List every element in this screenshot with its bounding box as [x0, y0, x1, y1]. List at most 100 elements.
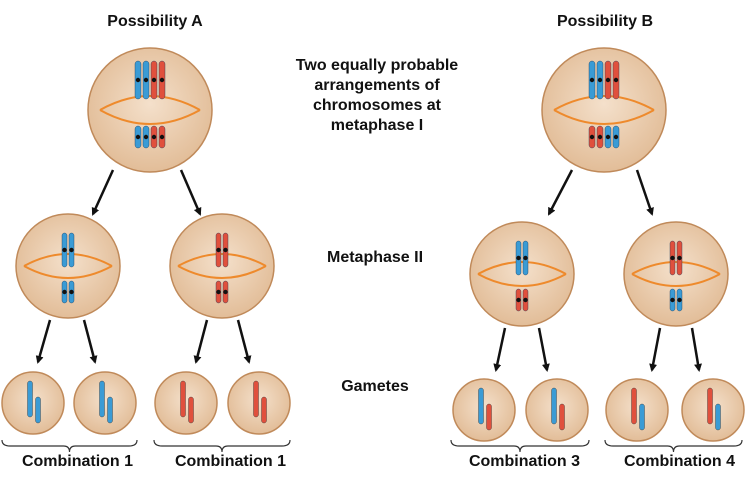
centromere — [523, 297, 528, 303]
centromere — [143, 77, 149, 83]
gamete-membrane — [227, 371, 291, 435]
gamete-4 — [227, 371, 291, 435]
metaphase-2-cell-b2 — [623, 221, 729, 327]
centromere — [597, 77, 603, 83]
cell-membrane — [169, 213, 275, 319]
centromere — [589, 134, 595, 140]
centromere — [223, 289, 228, 295]
metaphase-1-cell-a — [87, 47, 213, 173]
chromosome — [99, 380, 105, 418]
gamete-membrane — [73, 371, 137, 435]
centromere — [62, 247, 67, 253]
possibility-a-title: Possibility A — [107, 13, 203, 30]
spindle-fiber — [553, 109, 655, 125]
centromere — [135, 77, 141, 83]
centromere — [151, 134, 157, 140]
centromere — [135, 134, 141, 140]
chromosome — [707, 387, 713, 425]
centromere — [670, 297, 675, 303]
centromere — [605, 77, 611, 83]
chromosome — [107, 396, 113, 424]
chromosome — [188, 396, 194, 424]
centromere — [523, 255, 528, 261]
centromere — [223, 247, 228, 253]
centromere — [516, 297, 521, 303]
arrow — [179, 169, 202, 216]
gametes-label: Gametes — [341, 378, 409, 395]
possibility-b-title: Possibility B — [556, 13, 654, 30]
metaphase-2-cell-b1 — [469, 221, 575, 327]
centromere — [597, 134, 603, 140]
centromere — [589, 77, 595, 83]
gamete-2 — [73, 371, 137, 435]
spindle-fiber — [99, 95, 201, 111]
spindle-fiber — [477, 261, 567, 275]
cell-membrane — [623, 221, 729, 327]
combination-label-3: Combination 3 — [468, 453, 581, 470]
gamete-1 — [1, 371, 65, 435]
spindle-fiber — [477, 273, 567, 287]
metaphase-1-caption: Two equally probable arrangements of chr… — [295, 57, 459, 134]
chromosome — [559, 403, 565, 431]
gamete-7 — [605, 378, 669, 442]
arrow — [82, 319, 98, 364]
spindle-fiber — [23, 265, 113, 279]
centromere — [613, 77, 619, 83]
arrow — [236, 319, 252, 364]
arrow — [537, 327, 550, 372]
chromosome — [35, 396, 41, 424]
metaphase-2-cell-a1 — [15, 213, 121, 319]
spindle-fiber — [631, 273, 721, 287]
combination-label-4: Combination 4 — [623, 453, 736, 470]
centromere — [143, 134, 149, 140]
centromere — [670, 255, 675, 261]
gamete-membrane — [154, 371, 218, 435]
gamete-membrane — [605, 378, 669, 442]
chromosome — [486, 403, 492, 431]
gamete-6 — [525, 378, 589, 442]
centromere — [516, 255, 521, 261]
combination-brace — [153, 439, 291, 453]
arrow — [91, 169, 115, 216]
combination-brace — [1, 439, 138, 453]
cell-membrane — [87, 47, 213, 173]
centromere — [613, 134, 619, 140]
chromosome — [27, 380, 33, 418]
combination-brace — [450, 439, 590, 453]
centromere — [677, 255, 682, 261]
spindle-fiber — [631, 261, 721, 275]
metaphase-2-label: Metaphase II — [326, 249, 424, 266]
chromosome — [253, 380, 259, 418]
centromere — [159, 134, 165, 140]
arrow — [649, 327, 662, 372]
gamete-3 — [154, 371, 218, 435]
arrow — [690, 327, 702, 372]
chromosome — [180, 380, 186, 418]
arrow — [35, 319, 52, 364]
cell-membrane — [541, 47, 667, 173]
gamete-membrane — [525, 378, 589, 442]
combination-label-2: Combination 1 — [174, 453, 287, 470]
chromosome — [261, 396, 267, 424]
cell-membrane — [469, 221, 575, 327]
gamete-5 — [452, 378, 516, 442]
centromere — [216, 247, 221, 253]
gamete-8 — [681, 378, 745, 442]
spindle-fiber — [177, 253, 267, 267]
spindle-fiber — [553, 95, 655, 111]
chromosome — [639, 403, 645, 431]
metaphase-1-cell-b — [541, 47, 667, 173]
arrow — [193, 319, 209, 364]
cell-membrane — [15, 213, 121, 319]
spindle-fiber — [23, 253, 113, 267]
metaphase-2-cell-a2 — [169, 213, 275, 319]
centromere — [216, 289, 221, 295]
centromere — [605, 134, 611, 140]
centromere — [677, 297, 682, 303]
gamete-membrane — [1, 371, 65, 435]
chromosome — [551, 387, 557, 425]
arrow — [493, 327, 507, 372]
gamete-membrane — [452, 378, 516, 442]
